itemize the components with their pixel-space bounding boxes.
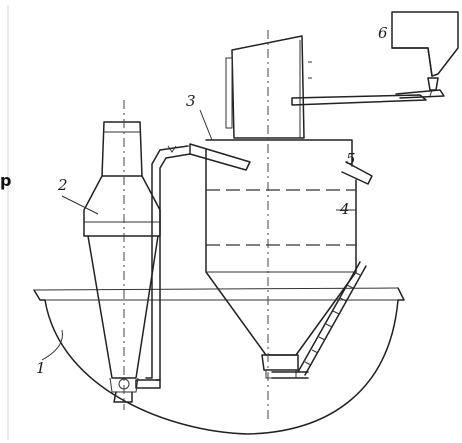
bottom-pipe bbox=[271, 371, 309, 379]
label-6: 6 bbox=[378, 24, 388, 42]
cyclone-separator bbox=[83, 121, 161, 403]
label-5: 5 bbox=[346, 150, 356, 168]
label-2: 2 bbox=[57, 176, 68, 194]
label-1: 1 bbox=[36, 359, 46, 377]
label-3: 3 bbox=[186, 92, 196, 110]
label-4: 4 bbox=[339, 200, 350, 218]
leader-lines bbox=[41, 109, 356, 361]
bath-vessel bbox=[33, 287, 405, 435]
center-lines bbox=[123, 30, 269, 420]
feed-hopper bbox=[391, 11, 459, 97]
stray-letter: p bbox=[0, 171, 11, 190]
feed-chute bbox=[291, 89, 445, 106]
connecting-pipe bbox=[135, 145, 191, 389]
settling-tank bbox=[189, 139, 373, 379]
tank-stack bbox=[225, 35, 312, 139]
